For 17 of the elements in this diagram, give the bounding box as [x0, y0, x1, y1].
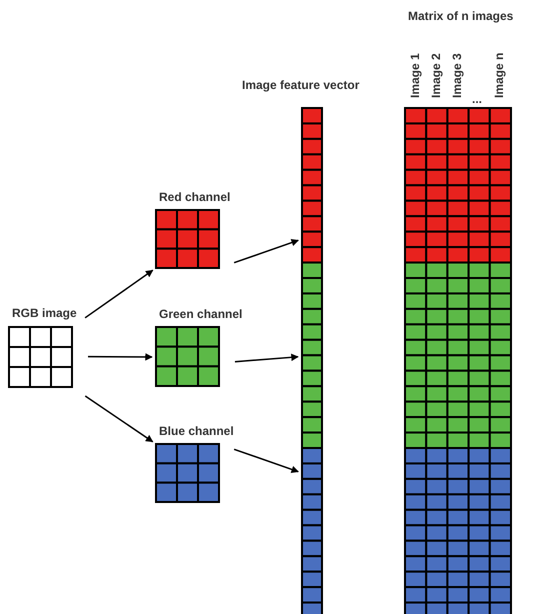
grid-heading: Blue channel	[159, 424, 234, 438]
column-label: Image n	[492, 52, 506, 98]
arrow	[84, 270, 154, 318]
arrow	[234, 448, 299, 473]
column-label: Image 3	[450, 53, 464, 98]
grid-heading: Green channel	[159, 307, 242, 321]
grid-heading: Matrix of n images	[408, 9, 514, 23]
column-label: ...	[472, 92, 482, 106]
grid-heading: Image feature vector	[242, 78, 360, 92]
arrow	[84, 395, 154, 442]
arrow	[234, 239, 299, 264]
column-label: Image 1	[408, 53, 422, 98]
arrow	[234, 354, 299, 362]
arrow	[88, 353, 153, 361]
grid-heading: RGB image	[12, 306, 77, 320]
grid-heading: Red channel	[159, 190, 230, 204]
column-label: Image 2	[429, 53, 443, 98]
